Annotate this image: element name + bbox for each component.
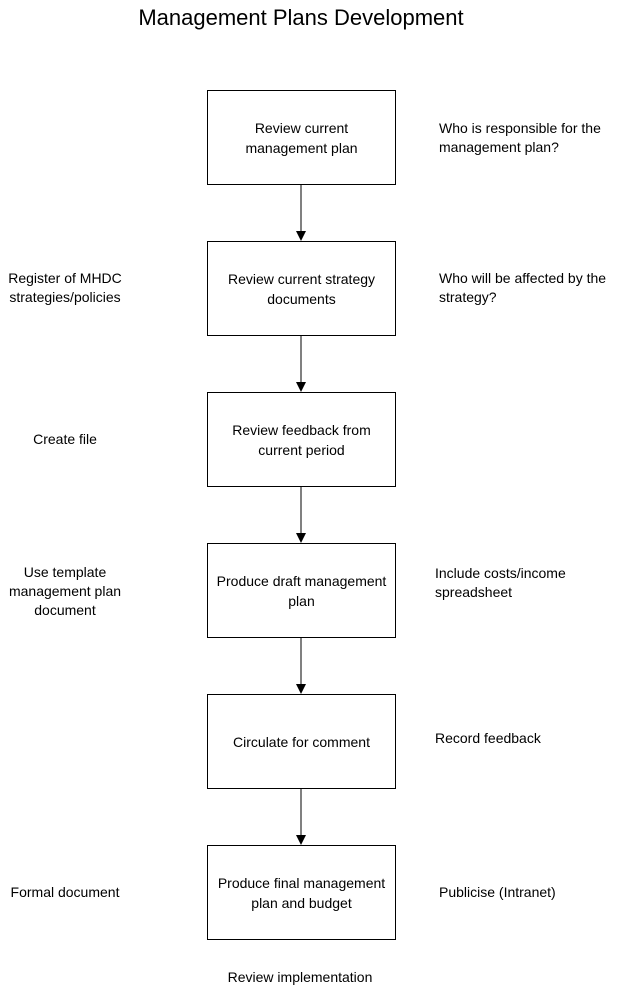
step-review-feedback: Review feedback from current period [207, 392, 396, 487]
left-note-create-file: Create file [33, 431, 97, 447]
right-note-costs-income: Include costs/income spreadsheet [435, 565, 566, 600]
left-note-register: Register of MHDC strategies/policies [8, 270, 122, 305]
step-label: Review current strategy documents [227, 270, 376, 307]
diagram-title: Management Plans Development [138, 5, 464, 30]
step-circulate-for-comment: Circulate for comment [207, 694, 396, 789]
step-review-current-plan: Review current management plan [207, 90, 396, 185]
step-label: Produce draft management plan [216, 572, 387, 609]
footer-review-implementation: Review implementation [227, 969, 373, 985]
right-note-responsible: Who is responsible for the management pl… [439, 120, 601, 155]
left-note-template: Use template management plan document [8, 564, 122, 618]
step-produce-final-plan: Produce final management plan and budget [207, 845, 396, 940]
step-review-strategy-documents: Review current strategy documents [207, 241, 396, 336]
step-label: Review current management plan [245, 119, 358, 156]
right-note-record-feedback: Record feedback [435, 730, 541, 746]
right-note-affected: Who will be affected by the strategy? [439, 270, 607, 305]
step-label: Circulate for comment [233, 733, 370, 750]
left-note-formal-document: Formal document [10, 884, 120, 900]
step-label: Produce final management plan and budget [217, 874, 386, 911]
step-label: Review feedback from current period [232, 421, 371, 458]
right-note-publicise: Publicise (Intranet) [439, 884, 556, 900]
step-produce-draft-plan: Produce draft management plan [207, 543, 396, 638]
